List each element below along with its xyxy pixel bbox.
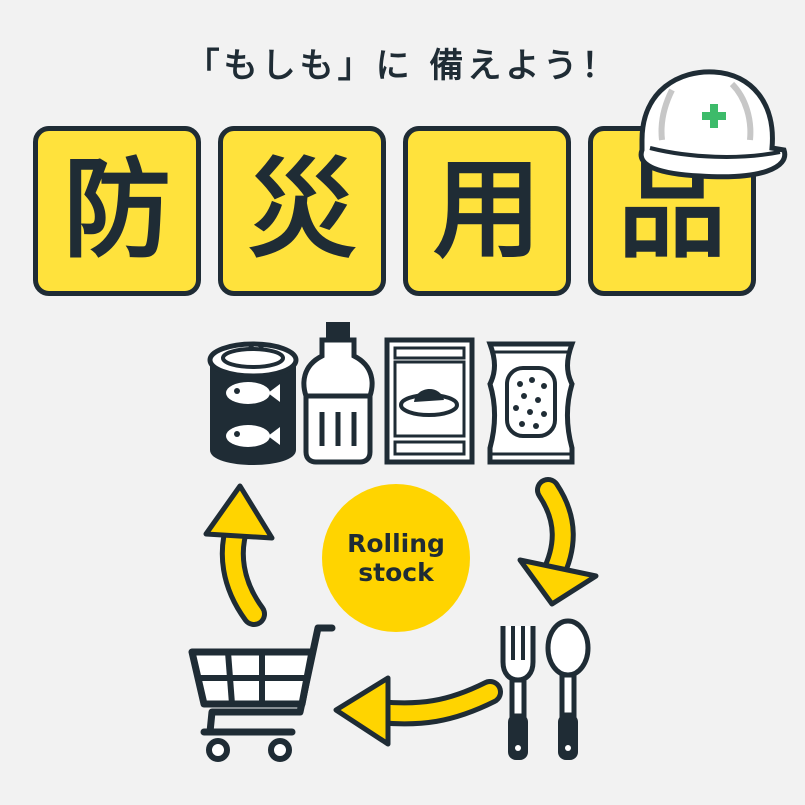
arrow-left-icon bbox=[333, 675, 503, 747]
rolling-stock-badge: Rolling stock bbox=[322, 484, 470, 632]
arrow-down-icon bbox=[517, 477, 599, 607]
fork-icon bbox=[500, 626, 536, 760]
title-char-2: 災 bbox=[247, 148, 356, 273]
rice-pack-icon bbox=[486, 341, 576, 465]
green-cross-icon bbox=[702, 104, 726, 128]
water-bottle-icon bbox=[301, 322, 375, 465]
arrow-up-icon bbox=[203, 483, 275, 627]
title-char-3: 用 bbox=[432, 148, 541, 273]
badge-line-1: Rolling bbox=[347, 529, 445, 558]
shopping-cart-icon bbox=[188, 624, 336, 762]
canned-fish-icon bbox=[207, 341, 299, 465]
badge-line-2: stock bbox=[358, 558, 434, 587]
subtitle: 「もしも」に 備えよう！ bbox=[185, 46, 620, 86]
title-tile-1: 防 bbox=[33, 126, 201, 296]
retort-curry-pouch-icon bbox=[384, 337, 475, 465]
spoon-icon bbox=[545, 618, 591, 760]
title-tile-3: 用 bbox=[403, 126, 571, 296]
title-char-1: 防 bbox=[62, 148, 171, 273]
helmet-icon bbox=[638, 69, 788, 180]
title-tile-2: 災 bbox=[218, 126, 386, 296]
